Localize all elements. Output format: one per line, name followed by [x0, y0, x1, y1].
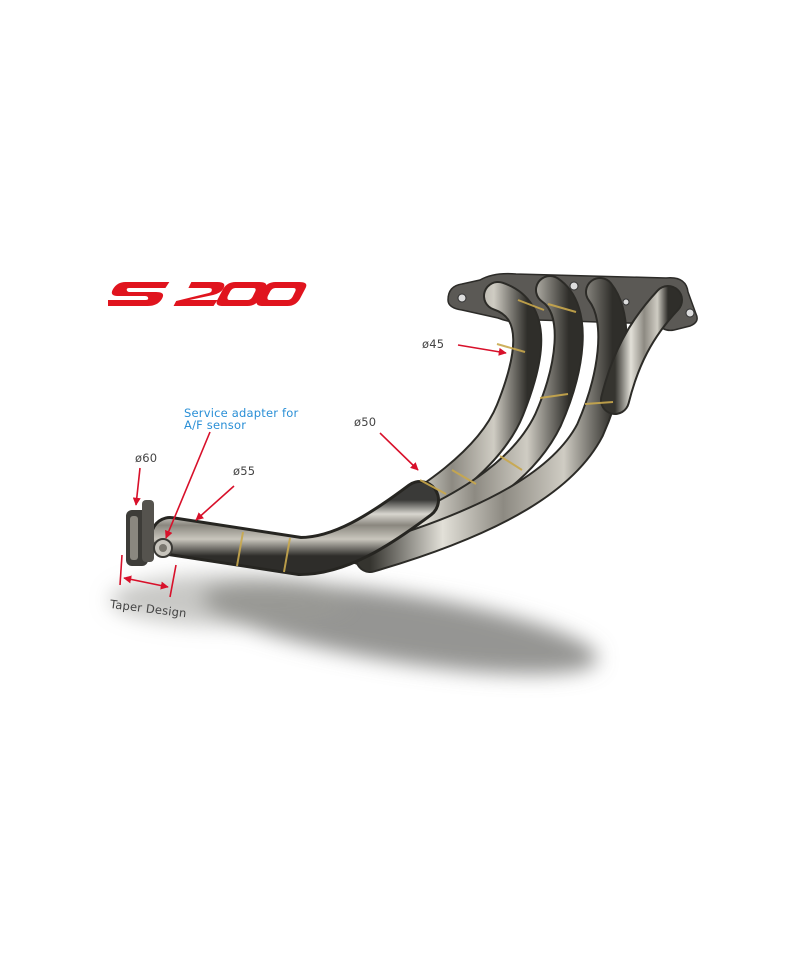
arrow-phi50	[379, 432, 419, 471]
taper-extent-left	[119, 554, 123, 586]
label-phi50: ø50	[354, 415, 377, 429]
floor-shadow	[110, 574, 598, 674]
collector-pipe	[150, 480, 440, 577]
annotation-arrows	[119, 344, 507, 598]
label-phi60: ø60	[135, 451, 158, 465]
weld-seams	[236, 299, 614, 573]
s2000-logo	[108, 282, 307, 306]
arrow-phi55	[195, 485, 235, 521]
service-adapter	[153, 538, 173, 558]
taper-dimension-arrow	[123, 575, 169, 590]
arrow-service-adapter	[165, 431, 211, 539]
outlet-flange	[126, 500, 154, 566]
arrow-phi45	[457, 344, 507, 356]
label-phi45: ø45	[422, 337, 445, 351]
label-service-adapter-line1: Service adapter for	[184, 406, 299, 420]
label-phi55: ø55	[233, 464, 256, 478]
arrow-phi60	[132, 467, 141, 506]
label-service-adapter-line2: A/F sensor	[184, 418, 247, 432]
taper-extent-right	[169, 564, 177, 598]
label-service-adapter: Service adapter for A/F sensor	[184, 407, 298, 431]
